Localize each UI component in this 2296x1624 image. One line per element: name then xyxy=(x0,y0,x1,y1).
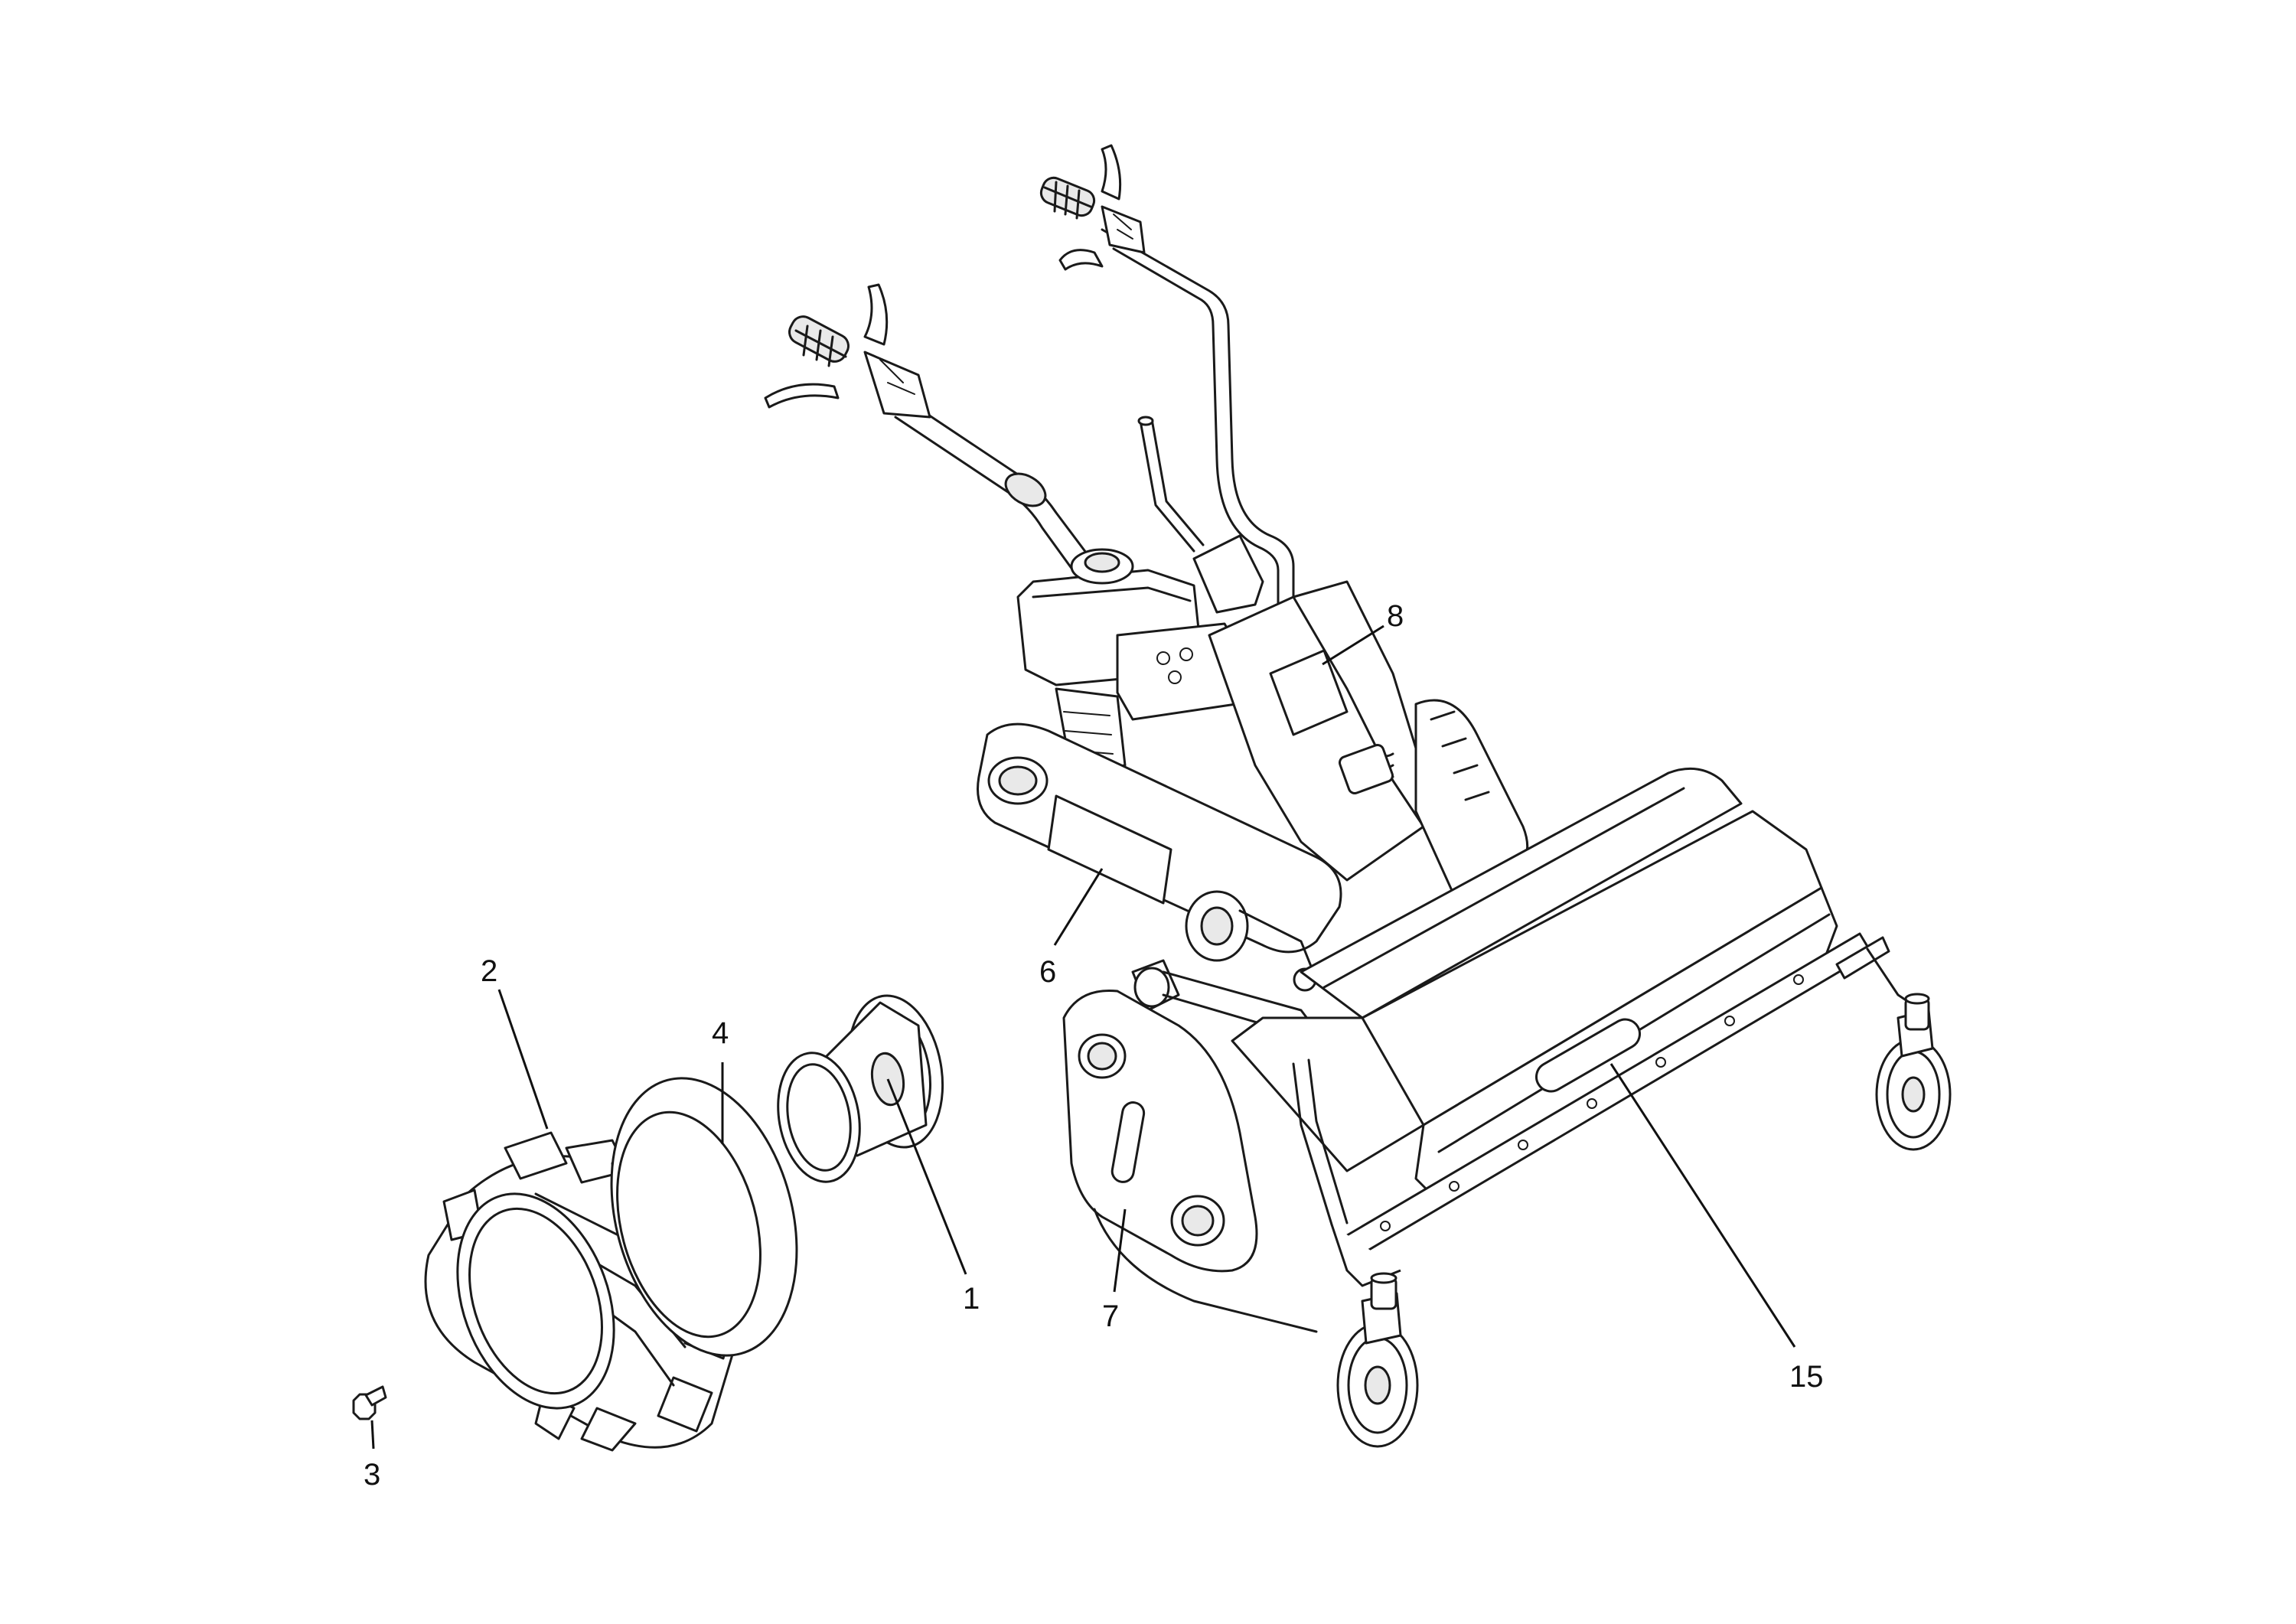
control-column xyxy=(1192,534,1425,882)
belt-cover-decal xyxy=(1047,794,1172,905)
caster-wheel-right xyxy=(1875,993,1952,1151)
mower-deck xyxy=(1231,767,1923,1287)
callout-label: 2 xyxy=(481,954,497,988)
caster-wheel-left xyxy=(1336,1272,1419,1448)
belt-housing xyxy=(977,722,1342,981)
callout-label: 6 xyxy=(1039,955,1056,989)
rim-part xyxy=(777,994,944,1183)
callout-label: 8 xyxy=(1387,599,1404,633)
callout-6: 6 xyxy=(1039,868,1104,989)
callout-label: 4 xyxy=(712,1016,729,1050)
callout-label: 7 xyxy=(1102,1300,1119,1333)
mounted-wheel xyxy=(1414,699,1529,897)
callout-2: 2 xyxy=(481,954,549,1130)
callout-label: 3 xyxy=(364,1458,380,1492)
callout-label: 1 xyxy=(963,1282,980,1316)
deck-decal xyxy=(1535,1018,1641,1093)
side-case-slot xyxy=(1110,1101,1146,1183)
callout-1: 1 xyxy=(886,1078,980,1316)
callout-3: 3 xyxy=(364,1420,380,1492)
bolt-part xyxy=(352,1385,387,1420)
callout-4: 4 xyxy=(712,1016,729,1144)
handlebar-assembly xyxy=(764,144,1295,614)
deck-side-case xyxy=(1062,989,1318,1333)
inner-tube-part xyxy=(610,1077,798,1357)
callout-label: 15 xyxy=(1789,1360,1824,1394)
callout-7: 7 xyxy=(1102,1208,1127,1333)
control-panel-decal xyxy=(1269,649,1349,736)
engine-block xyxy=(1016,548,1241,774)
callout-15: 15 xyxy=(1609,1063,1824,1394)
callout-8: 8 xyxy=(1322,599,1404,666)
